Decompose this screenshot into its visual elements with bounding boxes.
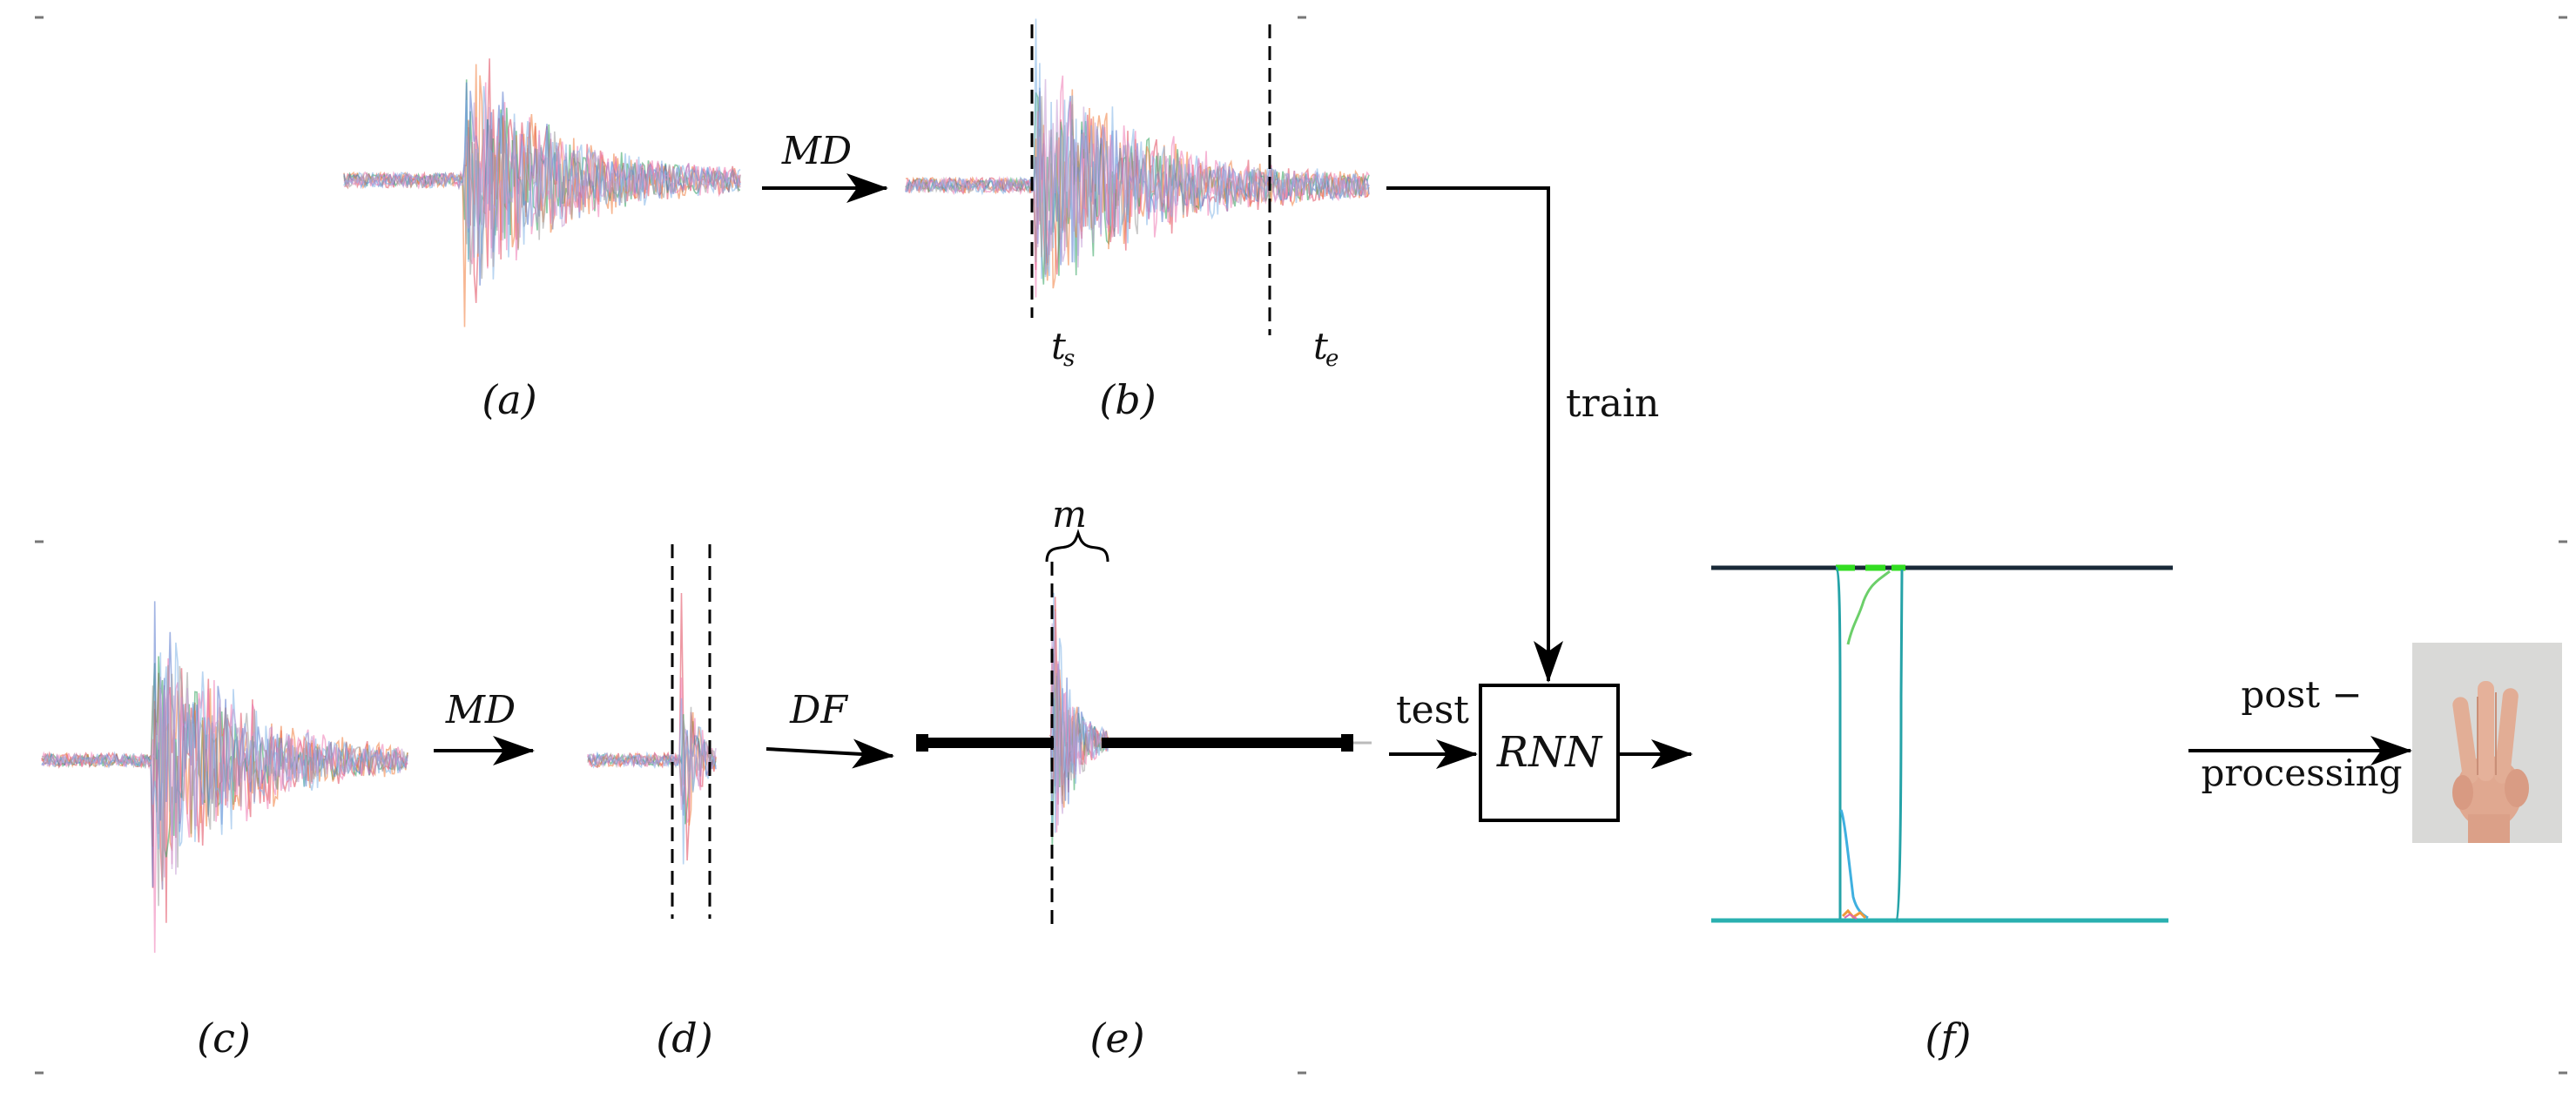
label-b: (b) [1099,376,1156,423]
output-trace-green [1846,570,1891,645]
signal-waveform-d [587,592,717,865]
post-label-line1: post − [2241,673,2362,716]
signal-waveform-a [343,58,741,327]
signal-waveform-e [1049,592,1109,850]
signal-channel [343,120,741,280]
arrow-df [765,738,894,769]
signal-channel [587,698,717,865]
ts-subscript: s [1063,346,1075,372]
label-a: (a) [482,376,536,423]
arrow-train-label: train [1566,381,1659,426]
label-d: (d) [656,1015,712,1062]
signal-channel [343,85,741,280]
signal-channel [41,657,408,954]
rnn-output-plot [1711,564,2173,923]
signal-channel [41,688,408,878]
signal-channel [1049,610,1109,826]
signal-channel [587,592,717,861]
m-brace [1045,529,1109,563]
output-trace-pink [1844,913,1858,920]
signal-waveform-b [905,18,1370,298]
padding-bar-right-cap [1341,734,1353,752]
post-label-line2: processing [2201,752,2402,794]
te-subscript: e [1325,346,1339,372]
output-trace-rise [1895,569,1904,922]
ts-label: t [1051,325,1066,367]
signal-channel [905,78,1370,268]
signal-channel [587,729,717,811]
output-trace-fall [1834,566,1842,919]
arrow-train [1386,186,1563,683]
arrow-df-label: DF [789,688,848,732]
label-c: (c) [197,1015,251,1062]
arrow-md-bottom-label: MD [445,688,516,732]
label-e: (e) [1089,1015,1144,1062]
signal-channel [41,668,408,923]
m-label: m [1052,493,1087,536]
output-trace-cyan [1839,809,1869,920]
signal-waveform-c [41,601,408,954]
rnn-label: RNN [1496,728,1603,777]
frame-ticks [35,16,2567,1075]
label-f: (f) [1925,1015,1972,1062]
hand-gesture-image [2412,643,2562,843]
padding-bar-left-cap [916,734,928,752]
arrow-md-top-label: MD [781,129,852,173]
signal-channel [343,102,741,259]
arrow-test-label: test [1396,688,1469,732]
te-label: t [1313,325,1328,367]
